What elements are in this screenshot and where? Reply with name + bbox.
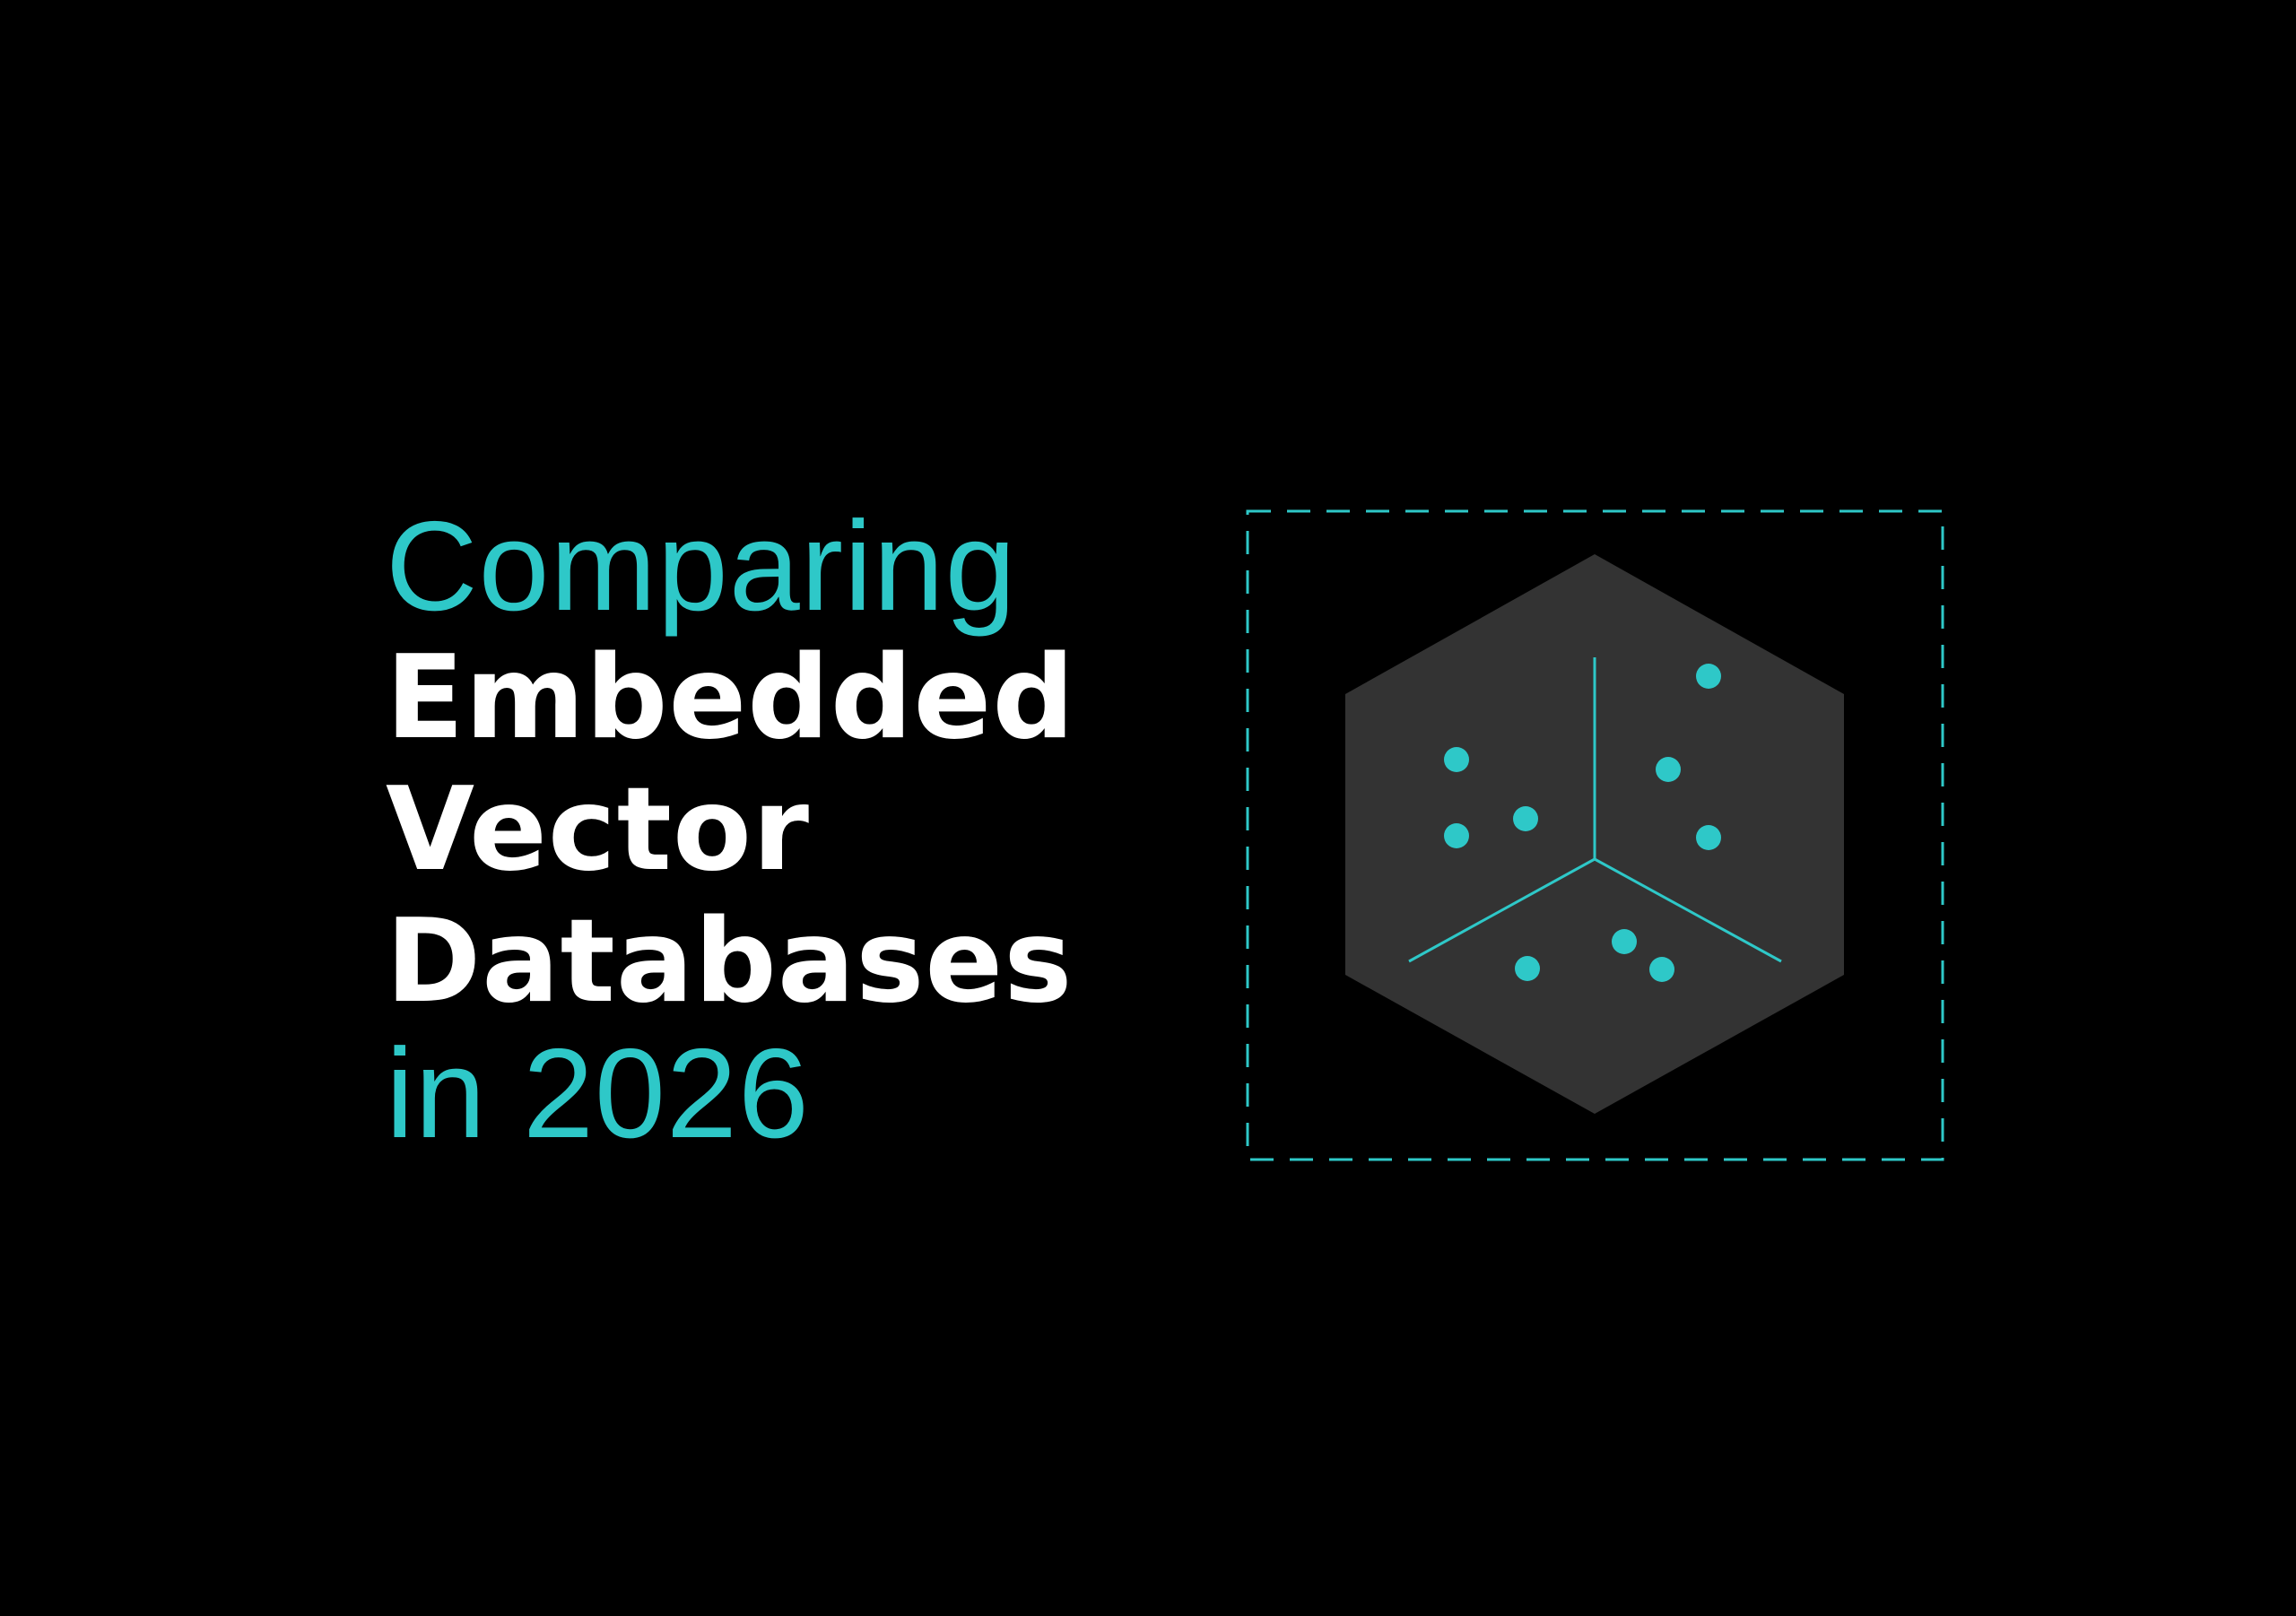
vector-point xyxy=(1444,747,1469,772)
vector-point xyxy=(1649,957,1674,982)
axis-right xyxy=(1594,857,1782,963)
title-line-year: in 2026 xyxy=(386,1022,810,1165)
title-line-databases: Databases xyxy=(386,895,1074,1029)
vector-point xyxy=(1696,825,1721,850)
title-line-vector: Vector xyxy=(386,763,810,897)
vector-point xyxy=(1612,929,1637,954)
title-line-embedded: Embedded xyxy=(386,631,1075,765)
title-line-comparing: Comparing xyxy=(386,495,1017,638)
vector-point xyxy=(1656,757,1681,782)
title-block: Comparing Embedded Vector Databases in 2… xyxy=(386,500,1075,1160)
vector-point xyxy=(1444,823,1469,848)
axis-left xyxy=(1408,857,1596,963)
vector-point xyxy=(1515,956,1540,981)
vector-point xyxy=(1696,664,1721,689)
vector-point xyxy=(1513,806,1538,831)
